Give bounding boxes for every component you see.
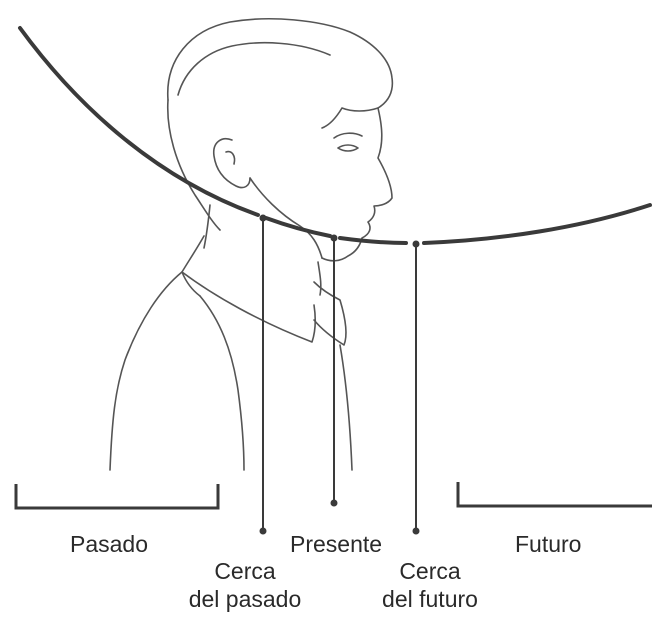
arc-future-segment <box>424 205 650 243</box>
past-label: Pasado <box>70 531 170 557</box>
collar-left <box>182 236 315 342</box>
near-future-label-line1: Cerca <box>380 558 480 584</box>
person-illustration <box>110 19 392 470</box>
arc-past-segment <box>20 28 258 215</box>
hair-line <box>178 43 330 95</box>
jacket-front <box>200 296 244 470</box>
collar-fold <box>182 272 200 296</box>
near-past-marker-dot <box>261 529 266 534</box>
ear-inner <box>226 152 235 164</box>
future-label: Futuro <box>515 531 615 557</box>
marker-lines <box>261 216 419 534</box>
near-past-label-line1: Cerca <box>195 558 295 584</box>
near-future-marker-dot <box>414 529 419 534</box>
eye <box>338 145 358 151</box>
shoulder-left <box>110 272 182 470</box>
present-label: Presente <box>290 531 390 557</box>
ear <box>214 139 250 188</box>
present-arc-dot <box>332 236 337 241</box>
time-arc <box>20 28 650 243</box>
hair-side <box>168 100 220 230</box>
present-marker-dot <box>332 501 337 506</box>
jacket-right <box>340 345 352 470</box>
hairline-front <box>322 108 378 128</box>
future-bracket <box>458 482 652 506</box>
near-past-label-line2: del pasado <box>175 586 315 612</box>
hair-outline <box>168 19 393 108</box>
near-past-arc-dot <box>261 216 266 221</box>
neck-front <box>318 262 321 295</box>
near-future-label-line2: del futuro <box>360 586 500 612</box>
collar-right <box>314 282 346 345</box>
past-bracket <box>16 484 218 508</box>
arc-present-segment <box>340 238 406 243</box>
eyebrow <box>334 133 362 138</box>
near-future-arc-dot <box>414 242 419 247</box>
arc-near-past-segment <box>266 218 330 236</box>
